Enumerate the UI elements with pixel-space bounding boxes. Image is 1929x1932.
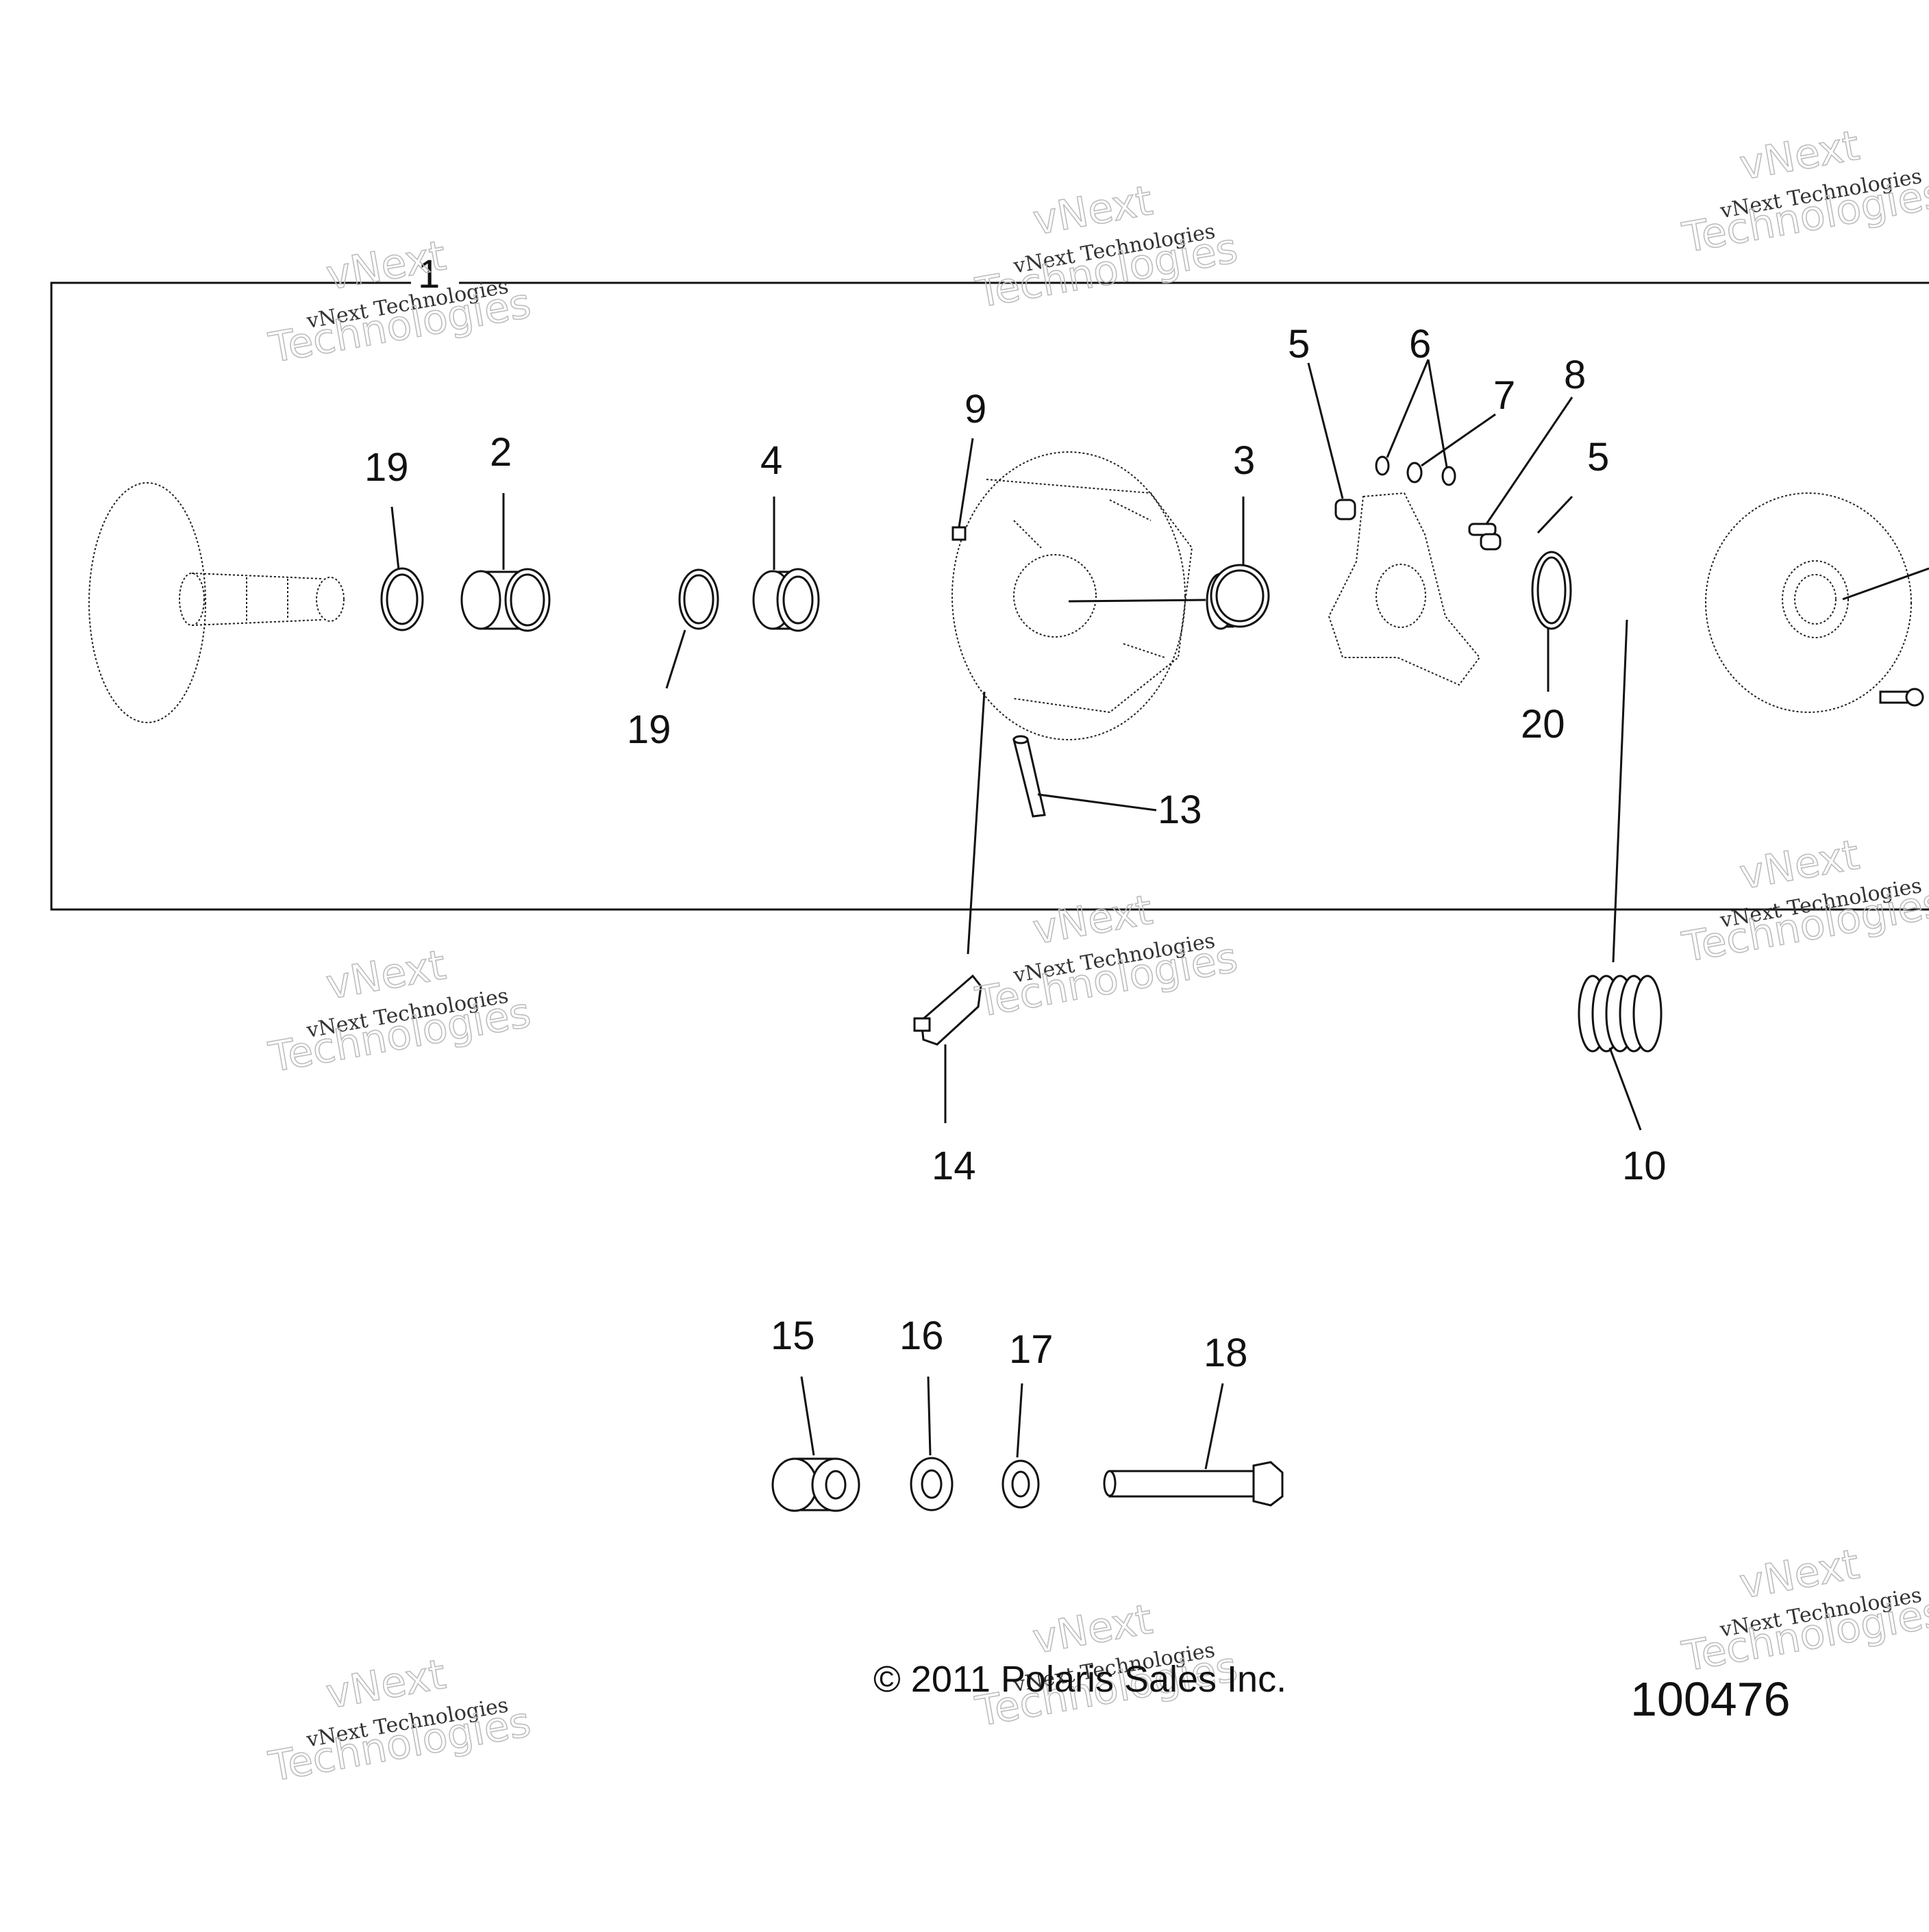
ring-19-lower-inner	[683, 574, 714, 625]
callout-1: 1	[418, 252, 440, 297]
callout-labels: 1 2 4 19 19 9 3 5 6 7 8 5 20 13 14 10 15…	[364, 252, 1667, 1375]
callout-19-upper: 19	[364, 445, 409, 490]
callout-2: 2	[490, 430, 512, 475]
callout-4: 4	[760, 438, 782, 483]
callout-10: 10	[1622, 1144, 1667, 1188]
callout-16: 16	[899, 1314, 944, 1358]
diagram-number: 100476	[1630, 1672, 1791, 1726]
callout-13: 13	[1158, 788, 1202, 832]
callout-7: 7	[1493, 373, 1515, 418]
sheave-shaft-part	[88, 482, 345, 723]
watermark-9: vNext vNext Technologies Technologies	[1678, 1540, 1929, 1681]
callout-14: 14	[932, 1144, 976, 1188]
lock-washer-17-hole	[1011, 1470, 1030, 1498]
watermark-1: vNext vNext Technologies Technologies	[265, 231, 535, 373]
o-ring-6a	[1375, 455, 1390, 476]
pin-13	[1012, 735, 1046, 818]
callout-18: 18	[1204, 1331, 1248, 1375]
watermark-4: vNext vNext Technologies Technologies	[264, 940, 534, 1082]
spider-part	[1328, 492, 1481, 686]
callout-6: 6	[1409, 322, 1431, 366]
leader-lines	[390, 359, 1929, 1470]
bushing-2	[460, 568, 551, 632]
watermark-2: vNext vNext Technologies Technologies	[971, 176, 1241, 318]
copyright-text: © 2011 Polaris Sales Inc.	[873, 1659, 1286, 1700]
callout-5-left: 5	[1288, 322, 1310, 366]
spacer-15	[771, 1457, 860, 1512]
bolt-18	[1103, 1461, 1284, 1507]
sheave-body-part	[951, 451, 1193, 740]
callout-5-right: 5	[1587, 435, 1609, 479]
watermark-6: vNext vNext Technologies Technologies	[1678, 831, 1929, 973]
bushing-3	[1206, 564, 1270, 630]
spring-10	[1578, 975, 1663, 1053]
callout-20: 20	[1521, 702, 1565, 747]
callout-9: 9	[964, 387, 986, 431]
svg-text:Technologies: Technologies	[1679, 169, 1929, 262]
callout-17: 17	[1009, 1327, 1054, 1372]
watermark-3: vNext vNext Technologies Technologies	[1678, 121, 1929, 263]
watermark-5: vNext vNext Technologies Technologies	[971, 886, 1241, 1027]
callout-3: 3	[1233, 438, 1255, 483]
leader-3-axis	[1068, 599, 1206, 603]
svg-text:Technologies: Technologies	[1679, 1588, 1929, 1681]
washer-16-hole	[921, 1469, 943, 1499]
callout-8: 8	[1564, 353, 1586, 397]
o-ring-7	[1406, 462, 1423, 484]
roller-5-left	[1334, 499, 1356, 520]
bushing-4	[752, 568, 820, 632]
set-screw-9	[951, 526, 967, 541]
callout-19-lower: 19	[627, 707, 671, 752]
bushing-20-inner	[1536, 556, 1567, 625]
cover-part	[1705, 492, 1924, 713]
roller-5-right	[1480, 533, 1502, 551]
ring-19-inner	[386, 573, 419, 625]
watermark-7: vNext vNext Technologies Technologies	[264, 1650, 534, 1792]
watermarks: vNext vNext Technologies Technologies vN…	[264, 121, 1929, 1792]
svg-text:Technologies: Technologies	[1679, 879, 1929, 972]
assembly-box	[50, 281, 1929, 911]
callout-15: 15	[771, 1314, 815, 1358]
o-ring-6b	[1441, 466, 1456, 486]
weight-14	[913, 974, 982, 1046]
